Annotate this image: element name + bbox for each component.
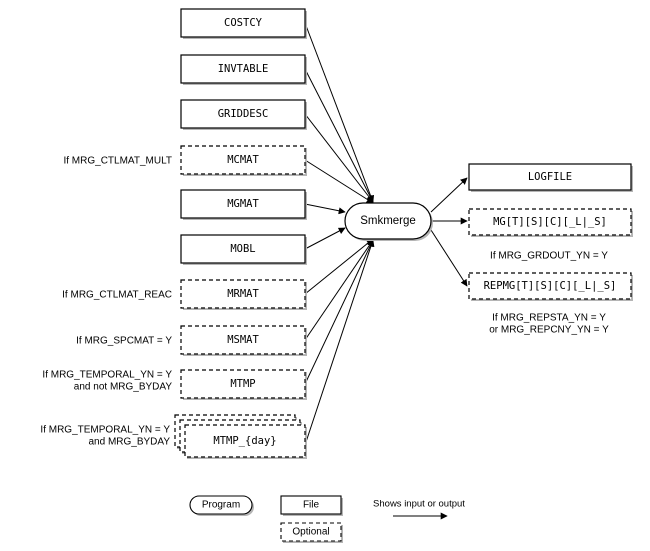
diagram-nodes: COSTCY INVTABLE GRIDDESC MCMAT If MRG_CTLMAT… xyxy=(40,8,633,459)
program-box xyxy=(344,202,432,240)
input-file-label: MTMP_{day} xyxy=(213,435,276,447)
input-condition-label: If MRG_CTLMAT_MULT xyxy=(63,156,172,167)
input-arrow-mgmat xyxy=(304,203,346,215)
input-file-label: MRMAT xyxy=(227,288,259,300)
legend-file-box xyxy=(280,495,342,515)
output-file-label: REPMG[T][S][C][_L|_S] xyxy=(484,280,617,292)
input-file-mcmat: MCMAT If MRG_CTLMAT_MULT xyxy=(63,145,307,176)
input-file-mgmat-box xyxy=(180,189,306,219)
legend-file-label: File xyxy=(303,500,320,511)
input-condition-label: If MRG_SPCMAT = Y xyxy=(76,336,172,347)
input-file-costcy: COSTCY xyxy=(180,8,307,39)
input-file-mrmat-box xyxy=(180,279,306,309)
input-file-mtmp-day-box xyxy=(184,424,306,458)
output-condition-label: or MRG_REPCNY_YN = Y xyxy=(489,325,609,336)
output-file-mg: MG[T][S][C][_L|_S] If MRG_GRDOUT_YN = Y xyxy=(468,208,633,262)
input-file-invtable: INVTABLE xyxy=(180,54,307,85)
output-file-logfile-box xyxy=(468,163,632,191)
input-file-mcmat-box xyxy=(180,145,306,175)
input-condition-label: If MRG_CTLMAT_REAC xyxy=(62,290,172,301)
legend-program-label: Program xyxy=(202,500,240,511)
output-file-logfile: LOGFILE xyxy=(468,163,633,192)
input-file-label: MTMP xyxy=(230,378,255,390)
input-file-griddesc-box xyxy=(180,99,306,129)
input-file-label: MCMAT xyxy=(227,154,259,166)
input-condition-label: and MRG_BYDAY xyxy=(88,437,170,448)
input-condition-label: If MRG_TEMPORAL_YN = Y xyxy=(42,370,172,381)
output-condition-label: If MRG_GRDOUT_YN = Y xyxy=(490,251,608,262)
legend-optional-label: Optional xyxy=(292,527,329,538)
output-arrow-logfile xyxy=(430,177,468,213)
input-arrow-costcy xyxy=(304,22,375,203)
input-arrow-mrmat xyxy=(304,238,374,295)
output-arrow-repmg xyxy=(430,229,468,287)
legend-optional-box xyxy=(280,522,342,542)
connector-arrows xyxy=(304,22,468,446)
output-file-label: MG[T][S][C][_L|_S] xyxy=(493,216,607,228)
input-arrow-mcmat xyxy=(304,159,374,204)
input-file-mrmat: MRMAT If MRG_CTLMAT_REAC xyxy=(62,279,307,310)
input-file-msmat: MSMAT If MRG_SPCMAT = Y xyxy=(76,325,307,356)
input-condition-label: If MRG_TEMPORAL_YN = Y xyxy=(40,425,170,436)
input-file-label: MGMAT xyxy=(227,198,259,210)
input-file-label: MSMAT xyxy=(227,334,259,346)
input-arrow-mobl xyxy=(304,227,346,250)
input-file-mtmp-box xyxy=(180,369,306,399)
program-node: Smkmerge xyxy=(344,202,433,241)
input-file-label: COSTCY xyxy=(224,17,263,29)
program-label: Smkmerge xyxy=(360,215,416,227)
output-condition-label: If MRG_REPSTA_YN = Y xyxy=(492,313,606,324)
input-file-invtable-box xyxy=(180,54,306,84)
input-file-mgmat: MGMAT xyxy=(180,189,307,220)
output-file-mg-box xyxy=(468,208,632,236)
output-file-repmg-box xyxy=(468,272,632,300)
input-file-mobl: MOBL xyxy=(180,234,307,265)
input-arrow-mtmp-day xyxy=(304,239,375,446)
input-file-label: INVTABLE xyxy=(218,63,269,75)
input-file-label: GRIDDESC xyxy=(218,108,269,120)
input-file-mobl-box xyxy=(180,234,306,264)
legend-program-box xyxy=(189,495,253,515)
output-file-repmg: REPMG[T][S][C][_L|_S] If MRG_REPSTA_YN = … xyxy=(468,272,633,336)
input-arrow-griddesc xyxy=(304,113,374,203)
legend-arrow-label: Shows input or output xyxy=(373,499,465,510)
input-file-label: MOBL xyxy=(230,243,255,255)
input-arrow-mtmp xyxy=(304,239,374,385)
input-file-costcy-box xyxy=(180,8,306,38)
input-file-griddesc: GRIDDESC xyxy=(180,99,307,130)
output-file-label: LOGFILE xyxy=(528,171,572,183)
input-condition-label: and not MRG_BYDAY xyxy=(74,382,173,393)
input-file-msmat-box xyxy=(180,325,306,355)
input-arrow-invtable xyxy=(304,68,374,203)
input-arrow-msmat xyxy=(304,239,374,341)
